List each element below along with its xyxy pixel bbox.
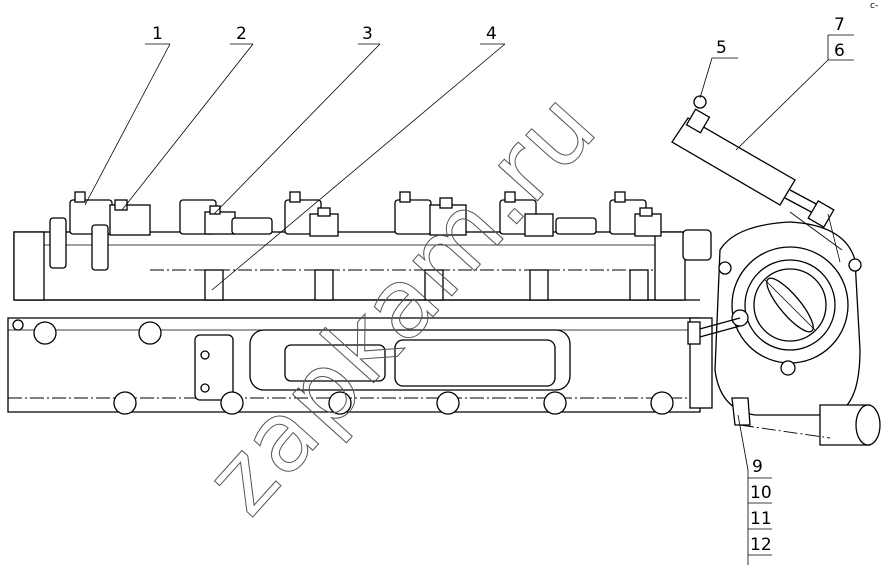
callout-12: 12: [750, 535, 772, 555]
callout-4: 4: [486, 24, 497, 44]
injector-towers: [69, 191, 662, 237]
connector-left-2: [91, 224, 109, 271]
actuator-nut: [693, 95, 707, 109]
actuator-body: [671, 117, 796, 206]
callout-6: 6: [834, 41, 845, 61]
corner-mark: с-: [870, 1, 878, 11]
callout-leaders: [84, 34, 854, 565]
callout-7: 7: [834, 15, 845, 35]
intake-manifold: [7, 317, 713, 415]
callout-11: 11: [750, 509, 772, 529]
callout-5: 5: [716, 38, 727, 58]
callout-10: 10: [750, 483, 772, 503]
manifold-bosses: [12, 319, 674, 415]
watermark: zapkam.ru: [184, 70, 619, 535]
connector-left-1: [49, 217, 67, 269]
callout-labels: 1 2 3 4 5 6 7 9 10 11 12: [152, 15, 845, 555]
actuator-cylinder: [671, 95, 843, 263]
callout-1: 1: [152, 24, 163, 44]
pipe-stub: [682, 229, 712, 261]
callout-9: 9: [752, 457, 763, 477]
callout-3: 3: [362, 24, 373, 44]
flange-plate: [194, 334, 234, 401]
cylinder-head-body: [13, 231, 683, 301]
callout-2: 2: [236, 24, 247, 44]
cylinder-head-assembly: [13, 191, 712, 301]
head-bolts: [204, 269, 649, 301]
throttle-body-assembly: [687, 221, 881, 446]
